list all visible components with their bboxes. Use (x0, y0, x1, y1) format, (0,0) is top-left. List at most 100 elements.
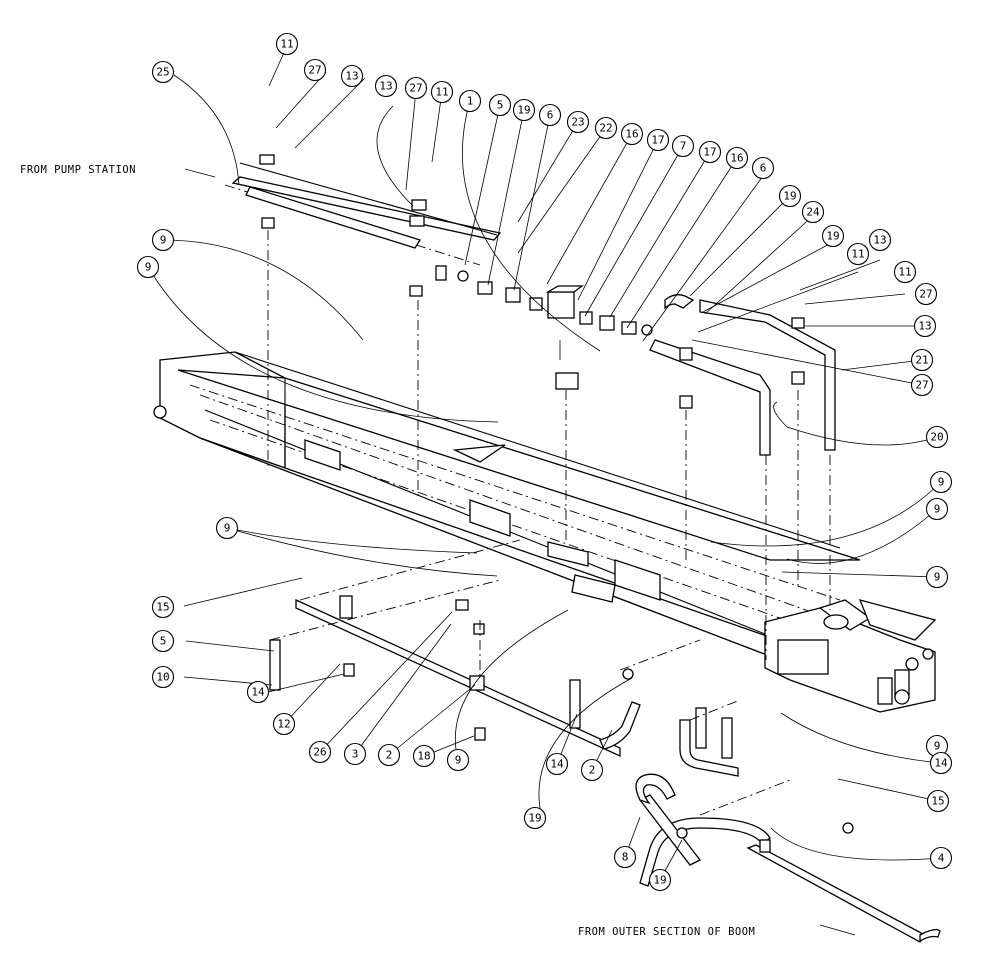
callout-balloon (929, 846, 953, 870)
callout-balloon (801, 200, 825, 224)
callout-number: 6 (760, 162, 767, 175)
callout-balloon (340, 64, 364, 88)
callout-balloon (751, 156, 775, 180)
callout-number: 8 (622, 851, 629, 864)
callout-balloon (925, 425, 949, 449)
callout-balloon (613, 845, 637, 869)
callout-balloon (538, 103, 562, 127)
callout-balloon (275, 32, 299, 56)
callout-balloon (580, 758, 604, 782)
callout-balloon (914, 282, 938, 306)
callout-number: 11 (851, 248, 864, 261)
callout-number: 4 (938, 852, 945, 865)
callout-balloon (620, 122, 644, 146)
callout-balloon (566, 110, 590, 134)
callout-balloon (929, 470, 953, 494)
callout-balloon (272, 712, 296, 736)
callout-number: 9 (160, 234, 167, 247)
callout-number: 27 (919, 288, 932, 301)
callout-number: 19 (653, 874, 666, 887)
callout-balloon (488, 93, 512, 117)
callout-balloon (512, 98, 536, 122)
callout-number: 9 (455, 754, 462, 767)
callout-balloon (446, 748, 470, 772)
callout-number: 27 (308, 64, 321, 77)
callout-number: 27 (915, 379, 928, 392)
callout-balloon (925, 565, 949, 589)
callout-number: 11 (898, 266, 911, 279)
callout-number: 14 (934, 757, 948, 770)
callout-balloon (215, 516, 239, 540)
callout-number: 6 (547, 109, 554, 122)
callout-balloon (910, 348, 934, 372)
callout-balloon (594, 116, 618, 140)
callout-number: 18 (417, 750, 430, 763)
callout-number: 19 (517, 104, 530, 117)
callout-number: 16 (625, 128, 638, 141)
callout-number: 20 (930, 431, 943, 444)
callout-balloon (136, 255, 160, 279)
callout-number: 11 (435, 86, 448, 99)
callout-number: 19 (783, 190, 796, 203)
callout-balloon (151, 629, 175, 653)
callout-number: 9 (934, 503, 941, 516)
note-from-pump-station: FROM PUMP STATION (20, 164, 136, 176)
callout-balloon (910, 373, 934, 397)
callout-balloon (430, 80, 454, 104)
callout-number: 16 (730, 152, 743, 165)
callout-balloon (523, 806, 547, 830)
callout-number: 1 (467, 95, 474, 108)
callout-number: 13 (918, 320, 931, 333)
callout-balloon (778, 184, 802, 208)
callout-number: 15 (931, 795, 944, 808)
callout-number: 9 (934, 571, 941, 584)
callout-balloon (246, 680, 270, 704)
callout-balloon (925, 497, 949, 521)
callout-balloon (151, 665, 175, 689)
callout-balloon (846, 242, 870, 266)
callout-number: 11 (280, 38, 293, 51)
boom-end-casting (764, 599, 937, 713)
lower-spray-pipe (269, 595, 641, 758)
callout-balloon (913, 314, 937, 338)
callout-balloon (648, 868, 672, 892)
note-from-outer-section: FROM OUTER SECTION OF BOOM (578, 926, 755, 938)
callout-number: 14 (550, 758, 564, 771)
callout-balloon (868, 228, 892, 252)
callout-balloon (545, 752, 569, 776)
leader-lines (147, 45, 942, 936)
callout-balloon (646, 128, 670, 152)
callout-number: 22 (599, 122, 612, 135)
callout-number: 9 (145, 261, 152, 274)
callout-number: 7 (680, 140, 687, 153)
callout-balloon (821, 224, 845, 248)
callout-balloon (303, 58, 327, 82)
callout-number: 19 (528, 812, 541, 825)
right-lower-pipe-hose (635, 707, 941, 943)
callout-number: 5 (160, 635, 167, 648)
callout-number: 17 (703, 146, 716, 159)
callout-number: 23 (571, 116, 584, 129)
callout-number: 10 (156, 671, 169, 684)
callout-number: 24 (806, 206, 820, 219)
callout-balloon (377, 743, 401, 767)
callout-number: 14 (251, 686, 265, 699)
callout-balloon (308, 740, 332, 764)
callout-balloon (926, 789, 950, 813)
callout-balloon (671, 134, 695, 158)
callout-number: 2 (589, 764, 596, 777)
callout-balloon (412, 744, 436, 768)
callout-balloon (725, 146, 749, 170)
feed-pipe-assembly (224, 154, 836, 456)
callout-number: 9 (934, 740, 941, 753)
callout-number: 3 (352, 748, 359, 761)
callout-number: 19 (826, 230, 839, 243)
callout-balloon (929, 751, 953, 775)
callout-balloon (343, 742, 367, 766)
assembly-centerlines (267, 230, 831, 816)
callout-number: 25 (156, 66, 169, 79)
callout-balloon (893, 260, 917, 284)
callout-balloon (458, 89, 482, 113)
